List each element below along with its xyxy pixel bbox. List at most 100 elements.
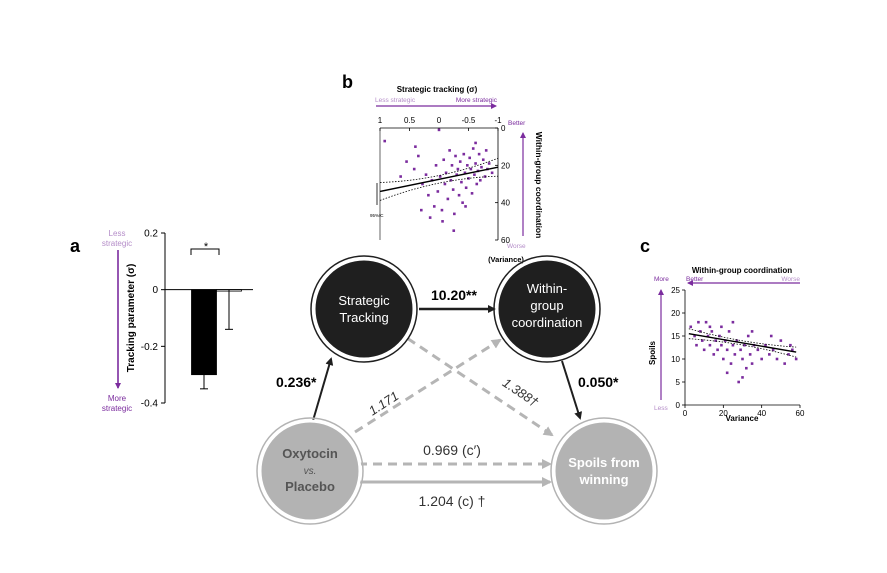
data-point [729, 362, 733, 365]
data-point [768, 353, 771, 356]
data-point [440, 208, 444, 212]
data-point [451, 188, 455, 191]
data-point [750, 330, 754, 333]
data-point [725, 348, 729, 352]
y-tick-label: 15 [671, 332, 680, 341]
node-label: Tracking [339, 310, 388, 325]
data-point [769, 334, 773, 338]
data-point [775, 357, 779, 361]
data-point [450, 164, 454, 167]
x-tick-label: -0.5 [462, 116, 476, 125]
data-point [434, 164, 438, 167]
data-point [735, 339, 739, 342]
panel-b: b Strategic tracking (σ) Less strategic … [342, 72, 544, 264]
data-point [399, 175, 402, 178]
y-tick-label: 20 [501, 161, 510, 170]
c-path-coefficient: 0.050* [578, 374, 619, 390]
data-point [473, 173, 476, 176]
data-point [745, 366, 748, 370]
data-point [760, 357, 763, 361]
data-point [779, 339, 783, 342]
data-point [414, 145, 417, 148]
y-tick-label: -0.2 [141, 342, 159, 353]
data-point [421, 182, 424, 186]
x-tick-label: -1 [494, 116, 502, 125]
data-point [480, 165, 483, 169]
data-point [462, 152, 466, 156]
data-point [474, 162, 477, 165]
significance-star: * [204, 241, 209, 253]
data-point [704, 320, 708, 324]
data-point [689, 325, 693, 329]
data-point [764, 343, 767, 347]
data-point [697, 320, 700, 324]
data-point [737, 380, 740, 384]
data-point [490, 171, 494, 175]
panel-c-y-label: Spoils [648, 340, 657, 365]
data-point [787, 353, 790, 356]
node-label: Placebo [285, 479, 335, 494]
data-point [481, 158, 485, 162]
data-point [743, 343, 746, 347]
data-point [771, 348, 775, 352]
x-tick-label: 20 [719, 409, 728, 418]
worse-label: Worse [507, 243, 526, 250]
arrow-c-path [561, 360, 583, 420]
data-point [452, 229, 456, 232]
y-tick-label: 10 [671, 355, 680, 364]
data-point [716, 348, 719, 352]
node-label: Spoils from [568, 455, 640, 470]
b-path-coefficient: 10.20** [431, 287, 477, 303]
ci-label: 95%IC [370, 213, 384, 218]
data-point [722, 357, 725, 361]
data-point [477, 152, 481, 156]
y-tick-label: -0.4 [141, 399, 159, 410]
data-point [464, 186, 468, 190]
y-tick-label: 60 [501, 236, 510, 245]
y-tick-label: 0 [152, 285, 158, 296]
data-point [475, 182, 479, 186]
data-point [699, 330, 702, 333]
data-point [444, 171, 448, 175]
ci-upper [688, 328, 797, 348]
less-strategic-label: Less strategic [375, 97, 416, 104]
less-label-c: Less [654, 405, 668, 412]
mediation-diagram: Strategic Tracking Within- group coordin… [256, 255, 658, 525]
data-point [460, 180, 463, 184]
data-point [441, 220, 444, 223]
data-point [448, 149, 451, 152]
data-point [783, 362, 786, 365]
node-label: group [530, 298, 563, 313]
x-tick-label: 0 [683, 409, 688, 418]
data-point [470, 192, 474, 195]
panel-c-x-label: Variance [726, 414, 759, 423]
data-point [468, 156, 471, 160]
node-label: winning [578, 472, 628, 487]
better-label: Better [508, 120, 526, 127]
worse-label-c: Worse [781, 276, 800, 283]
data-point [432, 205, 436, 208]
y-tick-label: 0 [676, 401, 681, 410]
data-point [756, 348, 760, 352]
node-strategic-tracking: Strategic Tracking [310, 255, 418, 363]
panel-c: c Within-group coordination Better Worse… [640, 236, 805, 423]
better-label-c: Better [686, 276, 704, 283]
significance-bracket [190, 248, 220, 255]
x-tick-label: 40 [757, 409, 766, 418]
data-point [454, 154, 457, 158]
more-strategic-label: More strategic [456, 97, 498, 104]
data-point [708, 325, 712, 329]
more-label: More [108, 394, 127, 403]
c-prime-label: 0.969 (c′) [423, 442, 481, 458]
data-point [791, 348, 794, 352]
data-point [412, 167, 416, 171]
arrow-tracking-spoils [394, 328, 554, 437]
data-point [708, 343, 712, 347]
data-point [731, 343, 735, 347]
data-point [693, 334, 696, 338]
fit-line [688, 333, 797, 353]
panel-b-y-label: Within-group coordination [534, 132, 544, 239]
y-axis-label: Tracking parameter (σ) [126, 264, 137, 373]
